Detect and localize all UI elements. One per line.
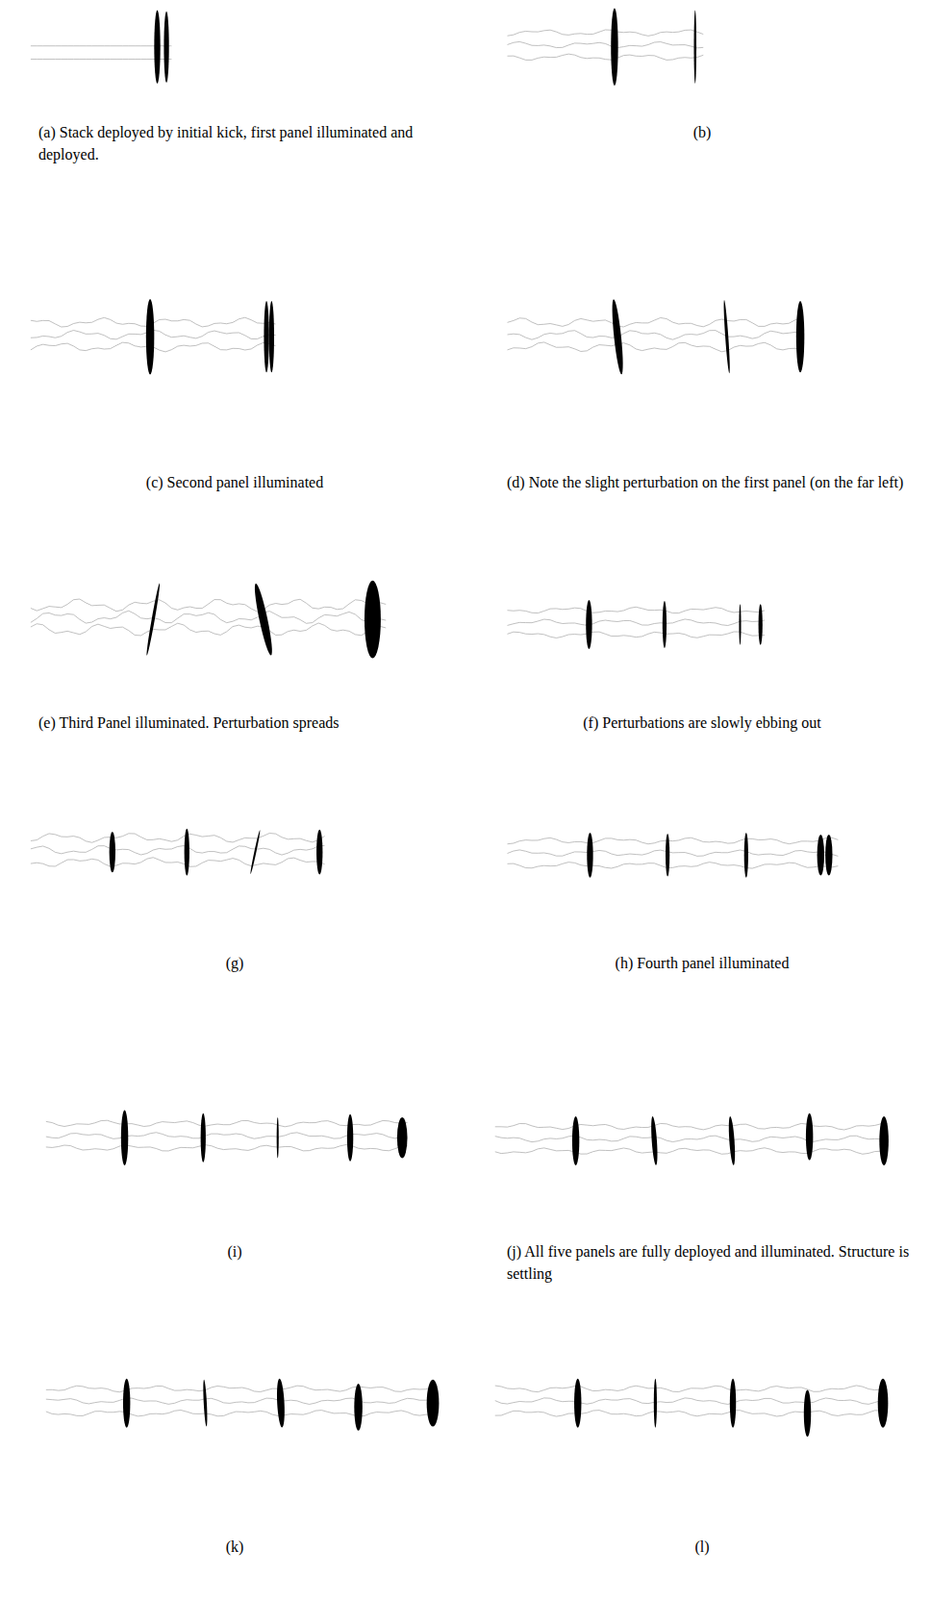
panel	[353, 1383, 362, 1432]
tether-line	[495, 1410, 888, 1417]
subfigure-caption: (l)	[509, 1535, 895, 1559]
tether-line	[30, 623, 386, 636]
panel	[347, 1114, 353, 1162]
tether-line	[30, 845, 326, 856]
tether-line	[30, 45, 172, 47]
panel	[728, 1116, 737, 1166]
subfigure-caption: (c) Second panel illuminated	[42, 471, 428, 494]
panel	[276, 1379, 286, 1429]
panel	[662, 601, 667, 649]
tether-line	[30, 58, 172, 60]
tether-line	[46, 1120, 408, 1128]
subfigure-caption: (f) Perturbations are slowly ebbing out	[509, 711, 895, 734]
panel	[251, 582, 276, 657]
tether-line	[495, 1135, 888, 1142]
tether-line	[495, 1148, 888, 1155]
panel	[146, 299, 154, 376]
panel	[796, 301, 805, 373]
subfigure-caption: (g)	[42, 952, 428, 975]
panel	[744, 832, 749, 879]
tether-line	[507, 342, 803, 353]
panel	[121, 1110, 128, 1166]
tether-line	[46, 1144, 408, 1151]
panel	[263, 301, 269, 373]
panel	[610, 7, 618, 86]
panel	[586, 832, 593, 879]
tether-line	[495, 1385, 888, 1393]
panel	[145, 582, 161, 656]
panel	[758, 603, 763, 645]
panel	[729, 1379, 736, 1429]
subfigure-caption: (d) Note the slight perturbation on the …	[506, 471, 911, 494]
panel	[572, 1116, 579, 1166]
subfigure-caption: (b)	[509, 121, 895, 144]
panel	[153, 10, 160, 84]
panel	[738, 603, 741, 645]
tether-line	[30, 832, 326, 843]
panel	[694, 10, 698, 84]
panel	[109, 831, 116, 873]
panel	[364, 580, 381, 659]
panel	[269, 301, 275, 373]
tether-line	[507, 606, 765, 613]
panel	[249, 830, 261, 875]
tether-line	[495, 1123, 888, 1131]
panel	[123, 1379, 130, 1429]
subfigure-caption: (h) Fourth panel illuminated	[509, 952, 895, 975]
subfigure-caption: (k)	[42, 1535, 428, 1559]
tether-line	[30, 610, 386, 624]
panel	[276, 1117, 279, 1158]
panel	[878, 1379, 889, 1429]
tether-line	[46, 1385, 439, 1393]
panel	[163, 11, 169, 83]
panel	[316, 830, 323, 876]
tether-line	[507, 317, 803, 328]
panel	[427, 1380, 440, 1428]
panel	[654, 1379, 657, 1429]
panel	[722, 300, 731, 374]
panel	[879, 1116, 889, 1166]
tether-line	[46, 1410, 439, 1417]
panel	[665, 833, 670, 878]
panel	[397, 1117, 408, 1158]
panel	[574, 1379, 581, 1429]
panel	[609, 299, 626, 376]
panel	[585, 600, 592, 650]
tether-line	[507, 850, 839, 856]
panel	[201, 1113, 206, 1163]
subfigure-caption: (i)	[42, 1240, 428, 1263]
tether-line	[507, 619, 765, 627]
tether-line	[30, 599, 386, 612]
panel	[184, 829, 190, 877]
subfigure-caption: (a) Stack deployed by initial kick, firs…	[38, 121, 462, 166]
tether-line	[507, 631, 765, 638]
tether-line	[495, 1398, 888, 1406]
tether-line	[507, 837, 839, 844]
panel	[650, 1116, 659, 1166]
panel	[202, 1380, 209, 1428]
tether-line	[30, 857, 326, 868]
panel	[817, 834, 825, 876]
tether-line	[507, 330, 803, 341]
subfigure-caption: (e) Third Panel illuminated. Perturbatio…	[38, 711, 462, 734]
tether-line	[507, 53, 705, 60]
panel	[804, 1389, 811, 1437]
panel	[805, 1113, 813, 1161]
tether-line	[507, 29, 705, 36]
panel	[825, 834, 832, 876]
tether-line	[46, 1398, 439, 1405]
tether-line	[507, 41, 705, 48]
subfigure-caption: (j) All five panels are fully deployed a…	[506, 1240, 911, 1285]
tether-line	[507, 862, 839, 869]
